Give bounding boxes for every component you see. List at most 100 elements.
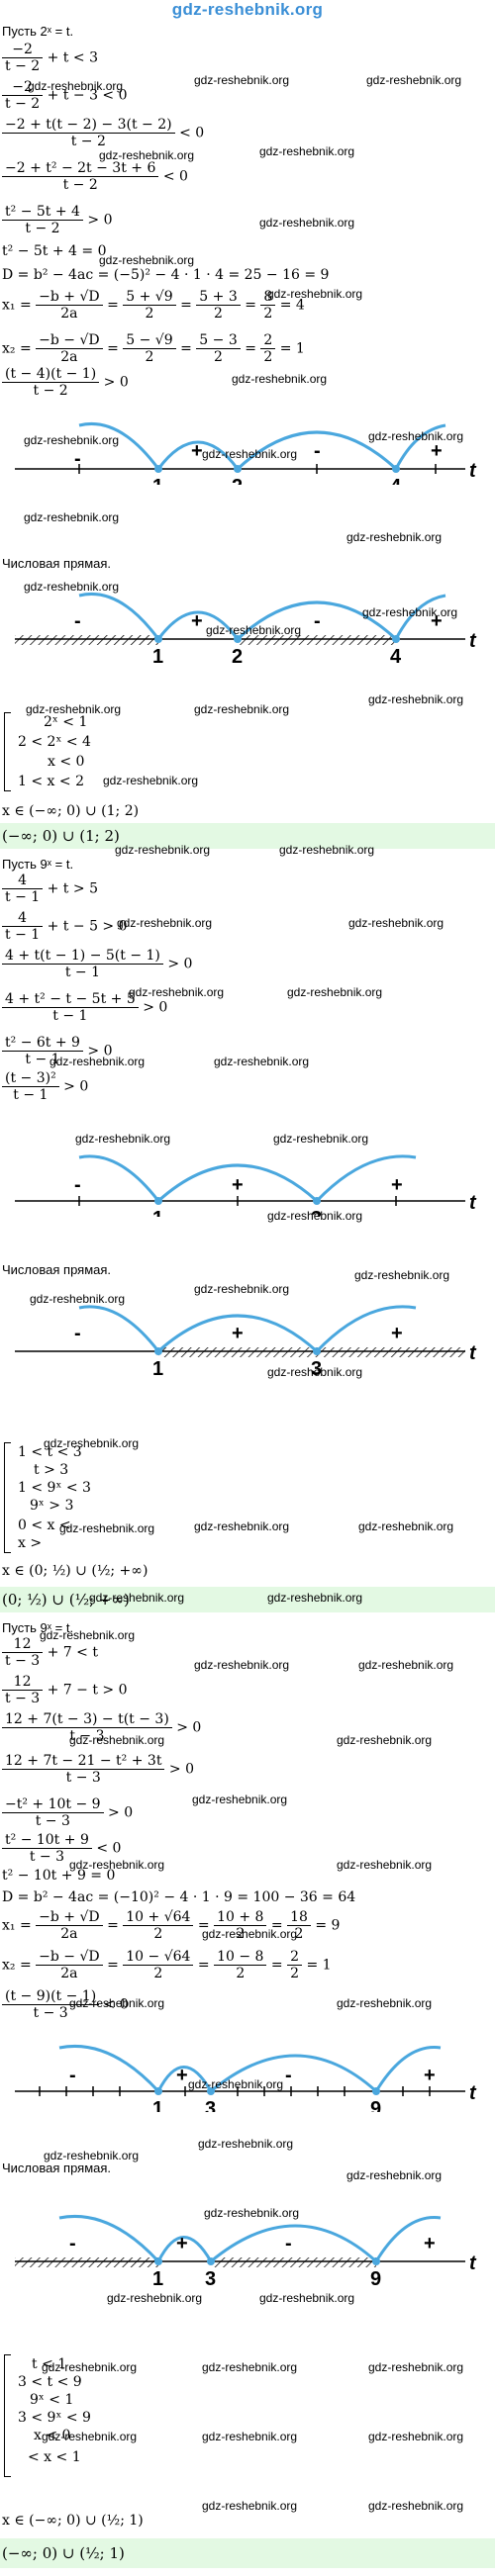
watermark: gdz-reshebnik.org bbox=[346, 2168, 443, 2182]
watermark: gdz-reshebnik.org bbox=[129, 985, 225, 999]
watermark: gdz-reshebnik.org bbox=[28, 79, 124, 93]
watermark: gdz-reshebnik.org bbox=[192, 1793, 288, 1806]
math-line: 4 + t(t − 1) − 5(t − 1)t − 1 > 0 bbox=[2, 948, 192, 980]
math-line: D = b² − 4ac = (−10)² − 4 · 1 · 9 = 100 … bbox=[2, 1889, 356, 1905]
sign-label: + bbox=[232, 1323, 244, 1344]
intro-substitution: Пусть 9ˣ = t. bbox=[2, 1620, 74, 1635]
system-of-inequalities: t < 1 3 < t < 9 9ˣ < 1 3 < 9ˣ < 9 x < 0 … bbox=[4, 2354, 202, 2477]
watermark: gdz-reshebnik.org bbox=[69, 1733, 165, 1747]
sign-label: + bbox=[424, 2065, 436, 2086]
watermark: gdz-reshebnik.org bbox=[206, 623, 302, 637]
watermark: gdz-reshebnik.org bbox=[232, 372, 328, 386]
watermark: gdz-reshebnik.org bbox=[346, 530, 443, 544]
watermark: gdz-reshebnik.org bbox=[368, 2499, 464, 2513]
intro-substitution: Пусть 9ˣ = t. bbox=[2, 857, 74, 872]
sign-label: - bbox=[314, 440, 321, 462]
sign-label: + bbox=[176, 2065, 188, 2086]
numline-caption: Числовая прямая. bbox=[2, 1262, 112, 1277]
sign-label: + bbox=[176, 2233, 188, 2254]
answer-box: (−∞; 0) ∪ (½; 1) bbox=[0, 2538, 495, 2568]
sign-label: - bbox=[285, 2233, 292, 2254]
watermark: gdz-reshebnik.org bbox=[358, 1519, 454, 1533]
interval-diagram: - + - + 1 3 9 t bbox=[15, 2044, 477, 2112]
numline-caption: Числовая прямая. bbox=[2, 2161, 112, 2175]
sign-label: + bbox=[191, 440, 203, 462]
sign-label: - bbox=[74, 1323, 81, 1344]
watermark: gdz-reshebnik.org bbox=[194, 702, 290, 716]
watermark: gdz-reshebnik.org bbox=[202, 2360, 298, 2374]
watermark: gdz-reshebnik.org bbox=[42, 2430, 138, 2443]
axis-var: t bbox=[469, 2082, 477, 2104]
watermark: gdz-reshebnik.org bbox=[368, 2430, 464, 2443]
watermark: gdz-reshebnik.org bbox=[75, 1132, 171, 1146]
watermark: gdz-reshebnik.org bbox=[202, 2430, 298, 2443]
axis-var: t bbox=[469, 460, 477, 482]
sign-label: + bbox=[431, 440, 443, 462]
watermark: gdz-reshebnik.org bbox=[368, 692, 464, 706]
site-logo: gdz-reshebnik.org bbox=[171, 0, 324, 19]
axis-var: t bbox=[469, 1192, 477, 1214]
point-label: 3 bbox=[311, 1358, 322, 1380]
watermark: gdz-reshebnik.org bbox=[362, 605, 458, 619]
watermark: gdz-reshebnik.org bbox=[44, 2149, 140, 2162]
math-line: (t − 4)(t − 1)t − 2 > 0 bbox=[2, 366, 129, 399]
watermark: gdz-reshebnik.org bbox=[337, 1858, 433, 1872]
sign-label: + bbox=[424, 2233, 436, 2254]
answer-box: (−∞; 0) ∪ (1; 2) bbox=[0, 823, 495, 849]
watermark: gdz-reshebnik.org bbox=[202, 2499, 298, 2513]
watermark: gdz-reshebnik.org bbox=[44, 1436, 140, 1450]
sign-label: - bbox=[314, 610, 321, 632]
watermark: gdz-reshebnik.org bbox=[279, 843, 375, 857]
interval-diagram: - + + 1 3 t bbox=[15, 1154, 477, 1217]
watermark: gdz-reshebnik.org bbox=[202, 447, 298, 461]
sign-label: + bbox=[431, 610, 443, 632]
watermark: gdz-reshebnik.org bbox=[99, 253, 195, 267]
sign-label: + bbox=[391, 1323, 403, 1344]
watermark: gdz-reshebnik.org bbox=[194, 73, 290, 87]
point-label: 4 bbox=[390, 646, 402, 668]
sign-label: - bbox=[285, 2065, 292, 2086]
watermark: gdz-reshebnik.org bbox=[267, 1365, 363, 1379]
watermark: gdz-reshebnik.org bbox=[42, 2360, 138, 2374]
watermark: gdz-reshebnik.org bbox=[117, 916, 213, 930]
point-label: 1 bbox=[152, 2268, 163, 2290]
intro-substitution: Пусть 2ˣ = t. bbox=[2, 24, 74, 39]
watermark: gdz-reshebnik.org bbox=[214, 1055, 310, 1068]
interval-diagram-hatched: - + - + 1 2 4 t bbox=[15, 592, 477, 668]
watermark: gdz-reshebnik.org bbox=[59, 1521, 155, 1535]
x-result: x ∈ (0; ½) ∪ (½; +∞) bbox=[2, 1563, 148, 1579]
sign-label: - bbox=[69, 2065, 76, 2086]
point-label: 1 bbox=[152, 2098, 163, 2112]
point-label: 3 bbox=[311, 1208, 322, 1217]
watermark: gdz-reshebnik.org bbox=[24, 433, 120, 447]
watermark: gdz-reshebnik.org bbox=[273, 1132, 369, 1146]
watermark: gdz-reshebnik.org bbox=[30, 1292, 126, 1306]
numline-caption: Числовая прямая. bbox=[2, 556, 112, 571]
watermark: gdz-reshebnik.org bbox=[103, 774, 199, 787]
point-label: 1 bbox=[152, 1358, 163, 1380]
watermark: gdz-reshebnik.org bbox=[24, 510, 120, 524]
axis-var: t bbox=[469, 2253, 477, 2274]
math-line: t² − 10t + 9 = 0 bbox=[2, 1868, 116, 1884]
watermark: gdz-reshebnik.org bbox=[99, 148, 195, 162]
interval-diagram-hatched: - + + 1 3 t bbox=[15, 1305, 477, 1380]
watermark: gdz-reshebnik.org bbox=[259, 216, 355, 230]
math-line: 12 + 7(t − 3) − t(t − 3)t − 3 > 0 bbox=[2, 1711, 201, 1744]
point-label: 1 bbox=[152, 476, 163, 485]
math-line: (t − 9)(t − 1)t − 3 < 0 bbox=[2, 1988, 129, 2021]
watermark: gdz-reshebnik.org bbox=[50, 1055, 146, 1068]
sign-label: - bbox=[69, 2233, 76, 2254]
